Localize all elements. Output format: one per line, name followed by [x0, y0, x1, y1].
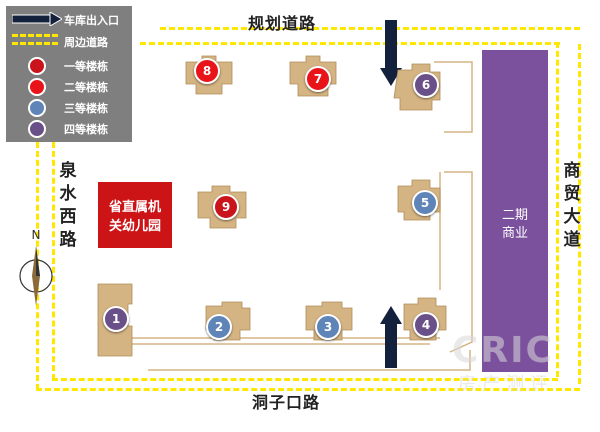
south-road-line-outer	[36, 388, 580, 391]
south-road-label: 洞子口路	[252, 393, 321, 412]
west-road-line-inner	[52, 142, 55, 380]
building-marker-8[interactable]: 8	[194, 58, 220, 84]
legend-row-road: 周边道路	[6, 32, 132, 52]
north-road-line-outer	[160, 27, 580, 30]
kindergarten-label-line1: 省直属机	[108, 200, 161, 215]
north-road-line-inner	[140, 42, 560, 45]
building-marker-7[interactable]: 7	[305, 66, 331, 92]
tier4-dot-icon	[28, 120, 46, 138]
east-road-line-inner	[556, 42, 559, 377]
watermark-line1: CRIC	[452, 330, 554, 371]
dashed-road-icon-2	[12, 42, 58, 45]
compass-north-label: N	[31, 228, 41, 242]
garage-arrow-icon	[12, 12, 62, 26]
legend-row-tier1: 一等楼栋	[6, 56, 132, 76]
kindergarten-block[interactable]: 省直属机 关幼儿园	[98, 182, 172, 248]
building-marker-2[interactable]: 2	[206, 314, 232, 340]
legend-row-tier3: 三等楼栋	[6, 98, 132, 118]
east-road-label: 商贸大道	[562, 160, 582, 252]
commercial-label-line2: 商业	[501, 226, 528, 241]
garage-arrow-down	[380, 20, 402, 86]
commercial-label-line1: 二期	[501, 208, 528, 223]
east-road-label-text: 商贸大道	[563, 161, 581, 250]
legend: 车库出入口 周边道路 一等楼栋 二等楼栋 三等楼栋 四等楼栋	[6, 6, 132, 142]
building-marker-9[interactable]: 9	[213, 194, 239, 220]
legend-label-tier4: 四等楼栋	[64, 123, 108, 136]
tier1-dot-icon	[28, 57, 46, 75]
commercial-block[interactable]: 二期 商业	[482, 50, 548, 372]
legend-label-tier2: 二等楼栋	[64, 81, 108, 94]
tier3-dot-icon	[28, 99, 46, 117]
south-road-line-inner	[52, 378, 558, 381]
east-road-line-outer	[578, 44, 581, 384]
west-road-label-text: 泉水西路	[59, 161, 77, 250]
garage-arrow-up	[380, 306, 402, 368]
legend-row-garage: 车库出入口	[6, 10, 132, 30]
legend-label-tier3: 三等楼栋	[64, 102, 108, 115]
building-marker-4[interactable]: 4	[413, 312, 439, 338]
watermark: CRIC 房产测评	[452, 330, 582, 400]
compass: N	[16, 228, 56, 308]
compass-icon	[19, 246, 53, 306]
building-marker-6[interactable]: 6	[413, 72, 439, 98]
legend-row-tier2: 二等楼栋	[6, 77, 132, 97]
building-marker-3[interactable]: 3	[315, 314, 341, 340]
legend-row-tier4: 四等楼栋	[6, 119, 132, 139]
watermark-line2: 房产测评	[458, 374, 554, 395]
building-marker-1[interactable]: 1	[103, 306, 129, 332]
legend-label-garage: 车库出入口	[64, 14, 119, 27]
dashed-road-icon	[12, 34, 58, 37]
west-road-label: 泉水西路	[58, 160, 78, 252]
north-road-label: 规划道路	[248, 14, 317, 33]
legend-label-tier1: 一等楼栋	[64, 60, 108, 73]
kindergarten-label-line2: 关幼儿园	[108, 219, 161, 234]
tier2-dot-icon	[28, 78, 46, 96]
legend-label-road: 周边道路	[64, 36, 108, 49]
building-marker-5[interactable]: 5	[412, 190, 438, 216]
